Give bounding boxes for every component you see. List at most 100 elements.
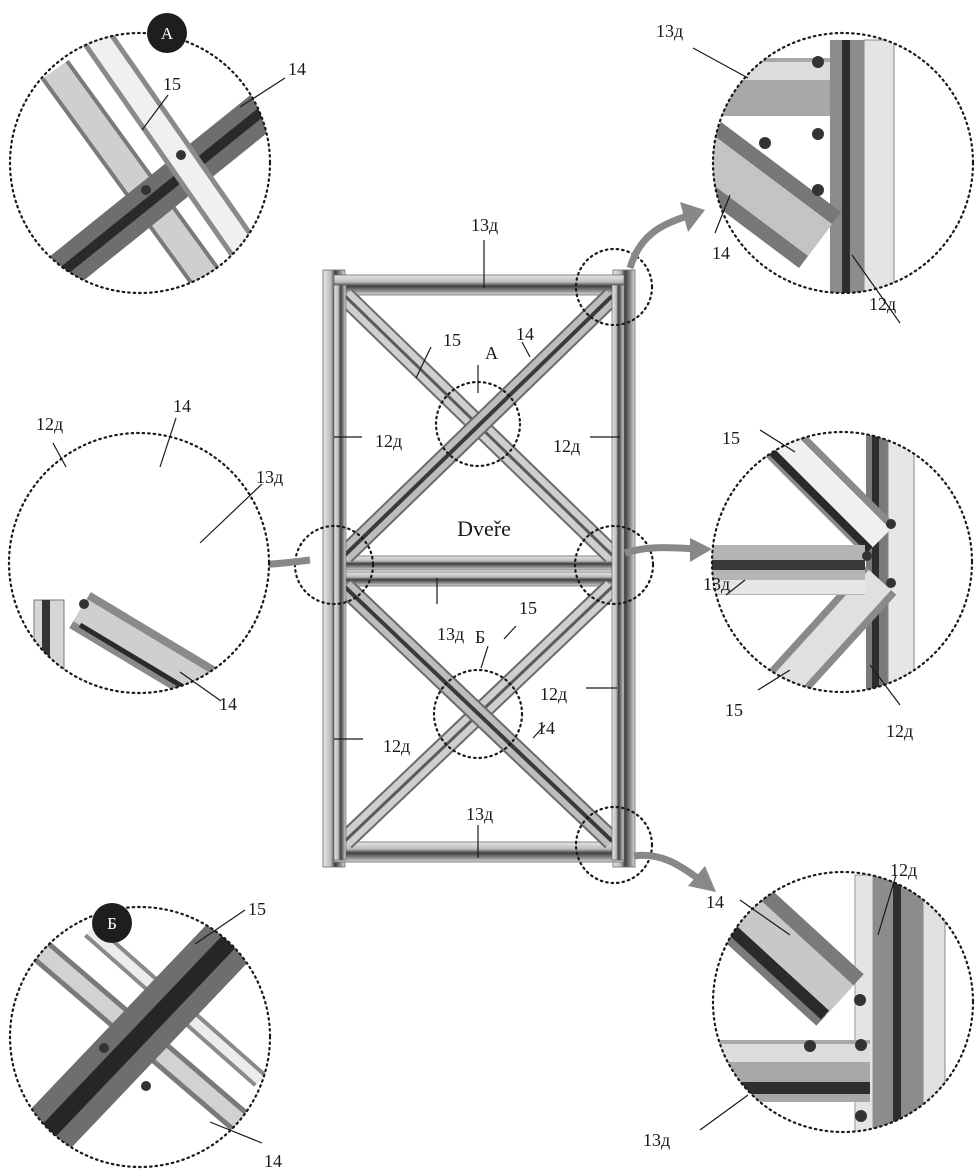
detail-l-bolt <box>79 599 89 609</box>
detail-r-leader-15-top <box>759 429 796 453</box>
leader-marker-b <box>480 645 489 669</box>
detail-br-beam-13-top <box>713 1044 870 1062</box>
arrow-top-right <box>626 211 692 270</box>
detail-a-bolt-1 <box>176 150 186 160</box>
label-top-beam: 13д <box>471 215 498 235</box>
detail-br-leader-12 <box>877 874 897 936</box>
detail-l-label-14-bottom: 14 <box>219 694 237 714</box>
detail-br-post-groove <box>893 875 901 1132</box>
label-14-lower: 14 <box>537 718 555 738</box>
detail-br-bolt-3 <box>855 1110 867 1122</box>
detail-tr-leader-13 <box>692 47 749 79</box>
middle-beam-upper <box>333 555 625 571</box>
detail-r-circle <box>710 430 974 694</box>
label-marker-a: А <box>485 343 498 363</box>
diagonal-14-lower-groove <box>343 585 614 843</box>
label-12-right-upper: 12д <box>553 436 580 456</box>
detail-b-bolt-2 <box>141 1081 151 1091</box>
detail-tr-label-14: 14 <box>712 243 730 263</box>
detail-b-beam-15-groove <box>33 923 247 1147</box>
detail-r-post-outer <box>887 432 915 692</box>
detail-tr-circle <box>711 31 975 295</box>
detail-a-beam-15b-face <box>85 33 255 257</box>
detail-b-badge <box>92 903 132 943</box>
detail-br-bolt-2 <box>855 1039 867 1051</box>
detail-a-label-15: 15 <box>163 74 181 94</box>
detail-l-label-13: 13д <box>256 467 283 487</box>
detail-l-leader-12 <box>52 442 67 468</box>
detail-br-label-14: 14 <box>706 892 724 912</box>
detail-a-badge-text: А <box>161 24 174 43</box>
detail-br-bolt-1 <box>804 1040 816 1052</box>
frame-labels: 13д 15 14 А 12д 12д 13д Б 15 12д 12д 14 … <box>334 215 620 858</box>
bottom-beam <box>333 841 625 863</box>
detail-l-leader-14-bottom <box>179 671 222 702</box>
detail-l-leader-14-top <box>159 417 177 468</box>
label-15-upper: 15 <box>443 330 461 350</box>
detail-br-label-13: 13д <box>643 1130 670 1150</box>
detail-a-beam-14-face <box>44 62 226 293</box>
detail-r-post-groove <box>872 432 879 692</box>
detail-r-leader-13 <box>725 579 746 596</box>
detail-l-leader-13 <box>199 483 263 544</box>
detail-r-beam-15-bottom-face <box>768 569 892 692</box>
detail-r-beam-15-top-groove <box>767 447 873 553</box>
detail-b-label-14: 14 <box>264 1151 282 1171</box>
detail-tr-beam-13-top <box>713 62 830 80</box>
label-14-upper: 14 <box>516 324 534 344</box>
door-frame <box>322 269 636 868</box>
detail-r-label-15-bottom: 15 <box>725 700 743 720</box>
detail-b-leader-14 <box>209 1121 263 1144</box>
detail-r-beam-15-top-face <box>769 432 891 551</box>
leader-15-upper <box>415 346 432 379</box>
detail-a-leader-14 <box>239 77 286 108</box>
circle-crossing-b <box>432 668 524 760</box>
left-post-inner <box>333 284 347 861</box>
detail-br-post-outer <box>922 874 946 1132</box>
detail-l-label-12: 12д <box>36 414 63 434</box>
label-12-right-lower: 12д <box>540 684 567 704</box>
detail-l-circle <box>7 431 271 695</box>
right-post-inner <box>611 284 625 861</box>
detail-tr-label-12: 12д <box>869 294 896 314</box>
circle-right-middle <box>573 524 655 606</box>
detail-b-label-15: 15 <box>248 899 266 919</box>
pointer-arrows <box>218 202 716 892</box>
detail-b-bolt-1 <box>99 1043 109 1053</box>
detail-l-label-14-top: 14 <box>173 396 191 416</box>
label-marker-b: Б <box>475 627 485 647</box>
top-beam <box>333 274 625 296</box>
detail-tr-leader-14 <box>714 194 731 234</box>
detail-a-label-14: 14 <box>288 59 306 79</box>
detail-b-leader-15 <box>194 909 246 945</box>
detail-r-bolt-2 <box>886 519 896 529</box>
leader-15-lower <box>503 625 517 640</box>
detail-tr-post-outer <box>863 39 895 293</box>
detail-r-beam-13-face <box>712 580 865 594</box>
arrow-top-right-head <box>680 202 705 232</box>
detail-l-post-groove <box>42 600 50 693</box>
detail-r-label-12: 12д <box>886 721 913 741</box>
circle-bottom-right-corner <box>574 805 654 885</box>
detail-tr-beam-14-face <box>713 134 832 256</box>
detail-top-right: 13д 14 12д <box>656 21 975 324</box>
arrow-right-middle <box>623 544 701 557</box>
detail-tr-post-groove <box>842 40 850 293</box>
leader-14-upper <box>521 341 531 358</box>
detail-tr-bolt-4 <box>812 184 824 196</box>
detail-br-leader-14 <box>739 899 791 936</box>
detail-a-bolt-2 <box>141 185 151 195</box>
label-12-left-lower: 12д <box>383 736 410 756</box>
detail-br-leader-13 <box>699 1094 749 1131</box>
detail-tr-bolt-3 <box>759 137 771 149</box>
circle-top-right-corner <box>574 247 654 327</box>
detail-b-circle <box>8 905 272 1169</box>
detail-r-leader-12 <box>869 664 901 706</box>
label-bottom-beam: 13д <box>466 804 493 824</box>
detail-tr-bolt-2 <box>812 128 824 140</box>
middle-beam-lower <box>333 571 625 587</box>
detail-a-beam-15-groove <box>36 101 270 293</box>
label-12-left-upper: 12д <box>375 431 402 451</box>
